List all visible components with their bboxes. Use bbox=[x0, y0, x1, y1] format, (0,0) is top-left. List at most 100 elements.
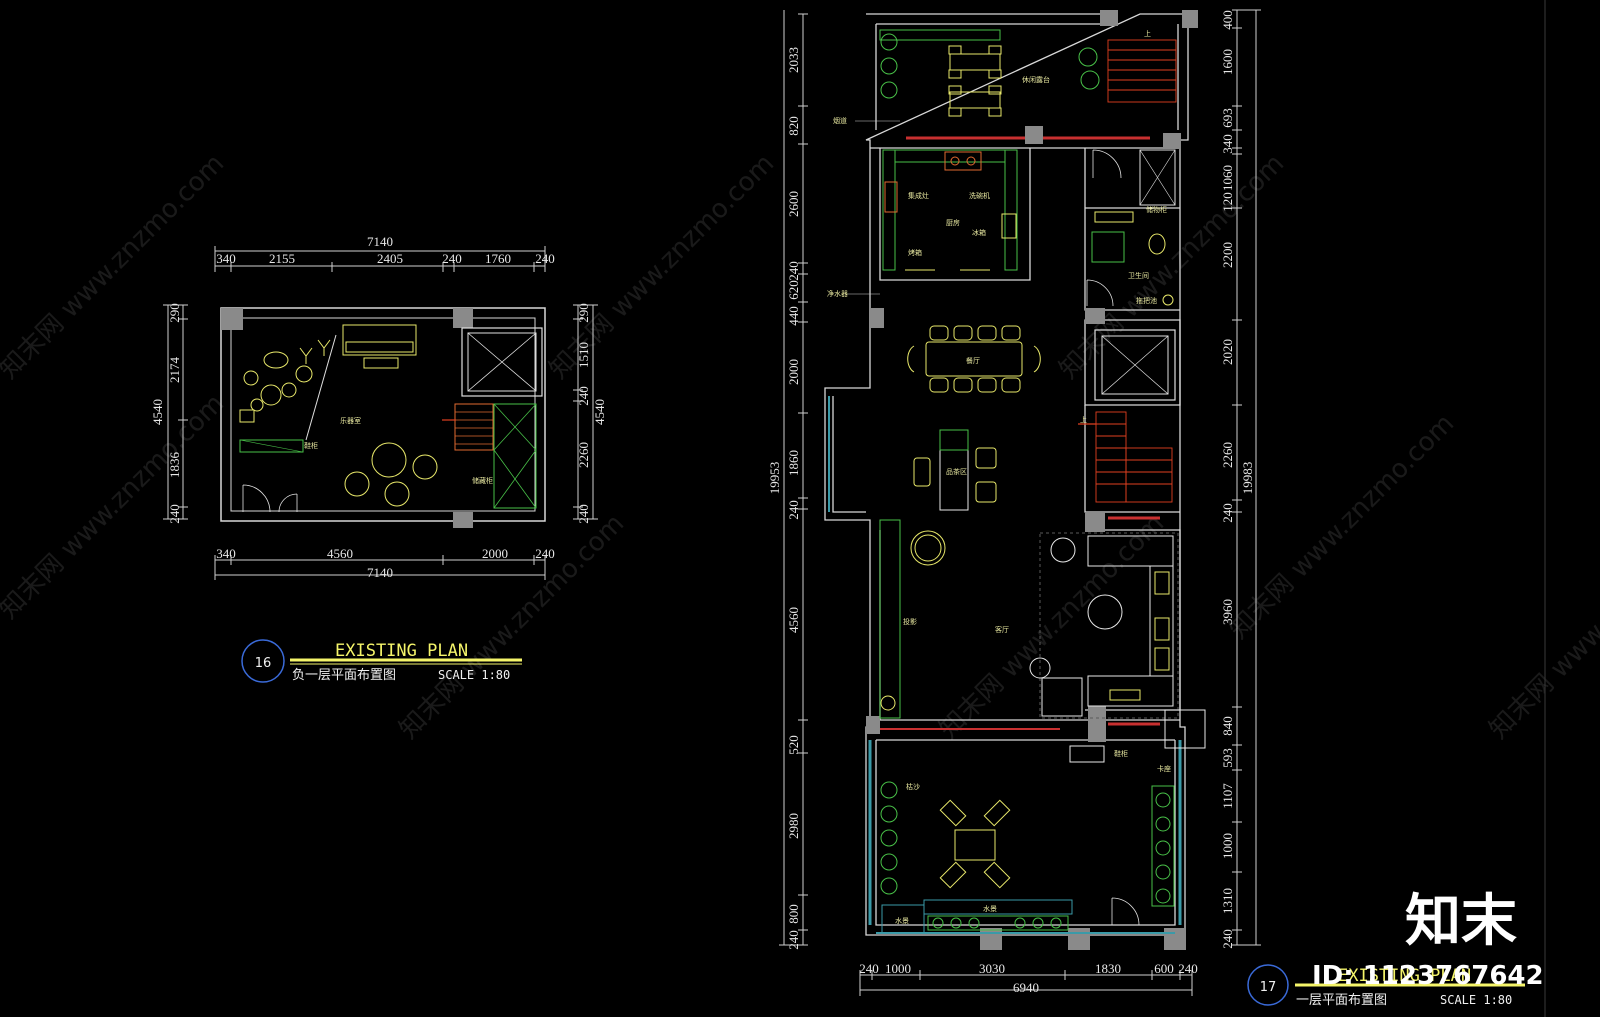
plan17-subtitle: 一层平面布置图 bbox=[1296, 993, 1387, 1008]
plan16-right-dim: 240 bbox=[576, 504, 591, 524]
plan17-right-dim: 2200 bbox=[1220, 242, 1235, 268]
plan17-room-terrace: 休闲露台 bbox=[1022, 75, 1050, 84]
plan17-bottom-dim: 240 bbox=[859, 961, 879, 976]
plan17-right-dim: 240 bbox=[1220, 929, 1235, 949]
plan16-top-dim: 340 bbox=[216, 251, 236, 266]
plan17-right-dim: 1000 bbox=[1220, 833, 1235, 859]
plan16-bottom-dimensions bbox=[214, 555, 546, 580]
plan17-bottom-dimensions bbox=[859, 970, 1193, 996]
plan16-top-dimensions bbox=[214, 246, 546, 272]
plan17-oven: 烤箱 bbox=[908, 248, 922, 257]
plan17-bottom-dim: 3030 bbox=[979, 961, 1005, 976]
plan17-walls bbox=[824, 13, 1189, 936]
plan16-left-dim: 1836 bbox=[167, 452, 182, 479]
watermark-text: 知末网 www.znzmo.com bbox=[1224, 409, 1460, 645]
plan17-stair-mid bbox=[1078, 411, 1173, 503]
plan17-right-dimensions bbox=[1232, 9, 1261, 946]
plan16-right-dimensions bbox=[573, 304, 598, 520]
plan16-right-dim: 1510 bbox=[576, 342, 591, 368]
plan17-right-dim: 1060 bbox=[1220, 165, 1235, 191]
plan17-water-purifier: 净水器 bbox=[827, 289, 848, 298]
plan17-left-dim: 800 bbox=[786, 904, 801, 924]
plan17-bottom-dim: 240 bbox=[1178, 961, 1198, 976]
plan17-right-dim: 2020 bbox=[1220, 339, 1235, 365]
plan17-title-block: 17 EXISTING PLAN 一层平面布置图 SCALE 1:80 bbox=[1247, 964, 1525, 1008]
plan17-storage: 储物柜 bbox=[1146, 205, 1167, 214]
plan17-right-dim: 1310 bbox=[1220, 888, 1235, 914]
plan17-living-label: 客厅 bbox=[995, 625, 1009, 634]
piano bbox=[342, 324, 417, 356]
plan17-stair-up-2: 上 bbox=[1080, 415, 1087, 424]
plan17-left-dim: 620 bbox=[786, 280, 801, 300]
plan17-left-dim: 520 bbox=[786, 735, 801, 755]
plan17-card: 卡座 bbox=[1157, 764, 1171, 773]
plan17-stair-up-1: 上 bbox=[1144, 29, 1151, 38]
plan17-left-dim: 2033 bbox=[786, 47, 801, 73]
plan17-terrace: 休闲露台 上 烟道 bbox=[833, 29, 1177, 125]
plan16-left-dim: 290 bbox=[167, 303, 182, 323]
plan16-bottom-dim: 340 bbox=[216, 546, 236, 561]
plan17-scale: SCALE 1:80 bbox=[1440, 993, 1512, 1007]
plan17-dishwasher: 洗碗机 bbox=[969, 191, 990, 200]
plan17-bathroom-label: 卫生间 bbox=[1128, 271, 1149, 280]
plan16-bottom-dim: 2000 bbox=[482, 546, 508, 561]
watermark-text: 知末网 www.znzmo.com bbox=[1054, 149, 1290, 385]
plan17-left-dim: 240 bbox=[786, 930, 801, 950]
plan16-number: 16 bbox=[255, 656, 272, 671]
plan17-left-dimensions bbox=[779, 10, 808, 946]
plan17-right-dim: 400 bbox=[1220, 10, 1235, 30]
plan16-walls bbox=[220, 307, 546, 528]
plan16-room-music: 乐器室 bbox=[340, 416, 361, 425]
plan17-right-dim: 120 bbox=[1220, 192, 1235, 212]
plan17-elevator bbox=[1094, 329, 1176, 401]
plan17-right-dim: 2260 bbox=[1220, 442, 1235, 468]
plan16-top-dim: 240 bbox=[442, 251, 462, 266]
plan17-bottom-total: 6940 bbox=[1013, 980, 1039, 995]
plan16-bottom-dim: 240 bbox=[535, 546, 555, 561]
round-table bbox=[371, 442, 407, 478]
plan17-left-dim: 2600 bbox=[786, 191, 801, 217]
plan17-tea-label: 品茶区 bbox=[946, 467, 967, 476]
plan17-right-dim: 3960 bbox=[1220, 599, 1235, 625]
plan16-left-dim: 2174 bbox=[167, 357, 182, 384]
plan17-tea-area: 品茶区 bbox=[913, 429, 997, 511]
plan17-sand: 枯沙 bbox=[906, 782, 920, 791]
plan17-dining bbox=[907, 325, 1041, 393]
plan16-left-dim: 240 bbox=[167, 504, 182, 524]
plan16-scale: SCALE 1:80 bbox=[438, 668, 510, 682]
plan-16: 7140 340 2155 2405 240 1760 240 340 4560… bbox=[150, 234, 607, 683]
plan16-title-block: 16 EXISTING PLAN 负一层平面布置图 SCALE 1:80 bbox=[241, 639, 522, 683]
plan16-bottom-total: 7140 bbox=[367, 565, 393, 580]
plan17-number: 17 bbox=[1260, 980, 1277, 995]
plan16-left-dimensions bbox=[163, 304, 188, 520]
plan17-fridge: 冰箱 bbox=[972, 228, 986, 237]
plan17-left-dim: 440 bbox=[786, 306, 801, 326]
plan17-projection: 投影 bbox=[903, 617, 917, 626]
plan17-kitchen: 集成灶 洗碗机 厨房 冰箱 烤箱 净水器 储物柜 bbox=[827, 149, 1176, 298]
plan16-subtitle: 负一层平面布置图 bbox=[292, 668, 396, 683]
plan16-room-shoe: 鞋柜 bbox=[304, 441, 318, 450]
branding: 知末 ID: 1123767642 bbox=[1312, 889, 1544, 991]
plan17-columns bbox=[866, 10, 1198, 950]
plan17-bathroom: 卫生间 拖把池 bbox=[1086, 211, 1174, 307]
plan17-right-total: 19983 bbox=[1240, 462, 1255, 495]
plan17-right-dim: 693 bbox=[1220, 108, 1235, 128]
plan17-left-dim: 240 bbox=[786, 261, 801, 281]
plan17-openings bbox=[828, 136, 1182, 934]
plan17-stove: 集成灶 bbox=[908, 191, 929, 200]
plan17-water-2: 水景 bbox=[895, 916, 909, 925]
plan16-right-dim: 290 bbox=[576, 303, 591, 323]
plan16-room-storage: 储藏柜 bbox=[472, 476, 493, 485]
plan16-furniture bbox=[239, 324, 438, 507]
plan17-kitchen-label: 厨房 bbox=[946, 218, 960, 227]
plan17-left-dim: 4560 bbox=[786, 607, 801, 633]
plan-17: 19953 2033 820 2600 240 620 440 2000 186… bbox=[767, 9, 1525, 1008]
watermark-text: 知末网 www.znzmo.com bbox=[0, 149, 230, 385]
watermark-text: 知末网 www.znzmo.com bbox=[394, 509, 630, 745]
plan17-left-dim: 2980 bbox=[786, 813, 801, 839]
plan17-left-dim: 1860 bbox=[786, 450, 801, 476]
plan16-top-total: 7140 bbox=[367, 234, 393, 249]
plan17-left-total: 19953 bbox=[767, 462, 782, 495]
plan16-top-dim: 2155 bbox=[269, 251, 295, 266]
